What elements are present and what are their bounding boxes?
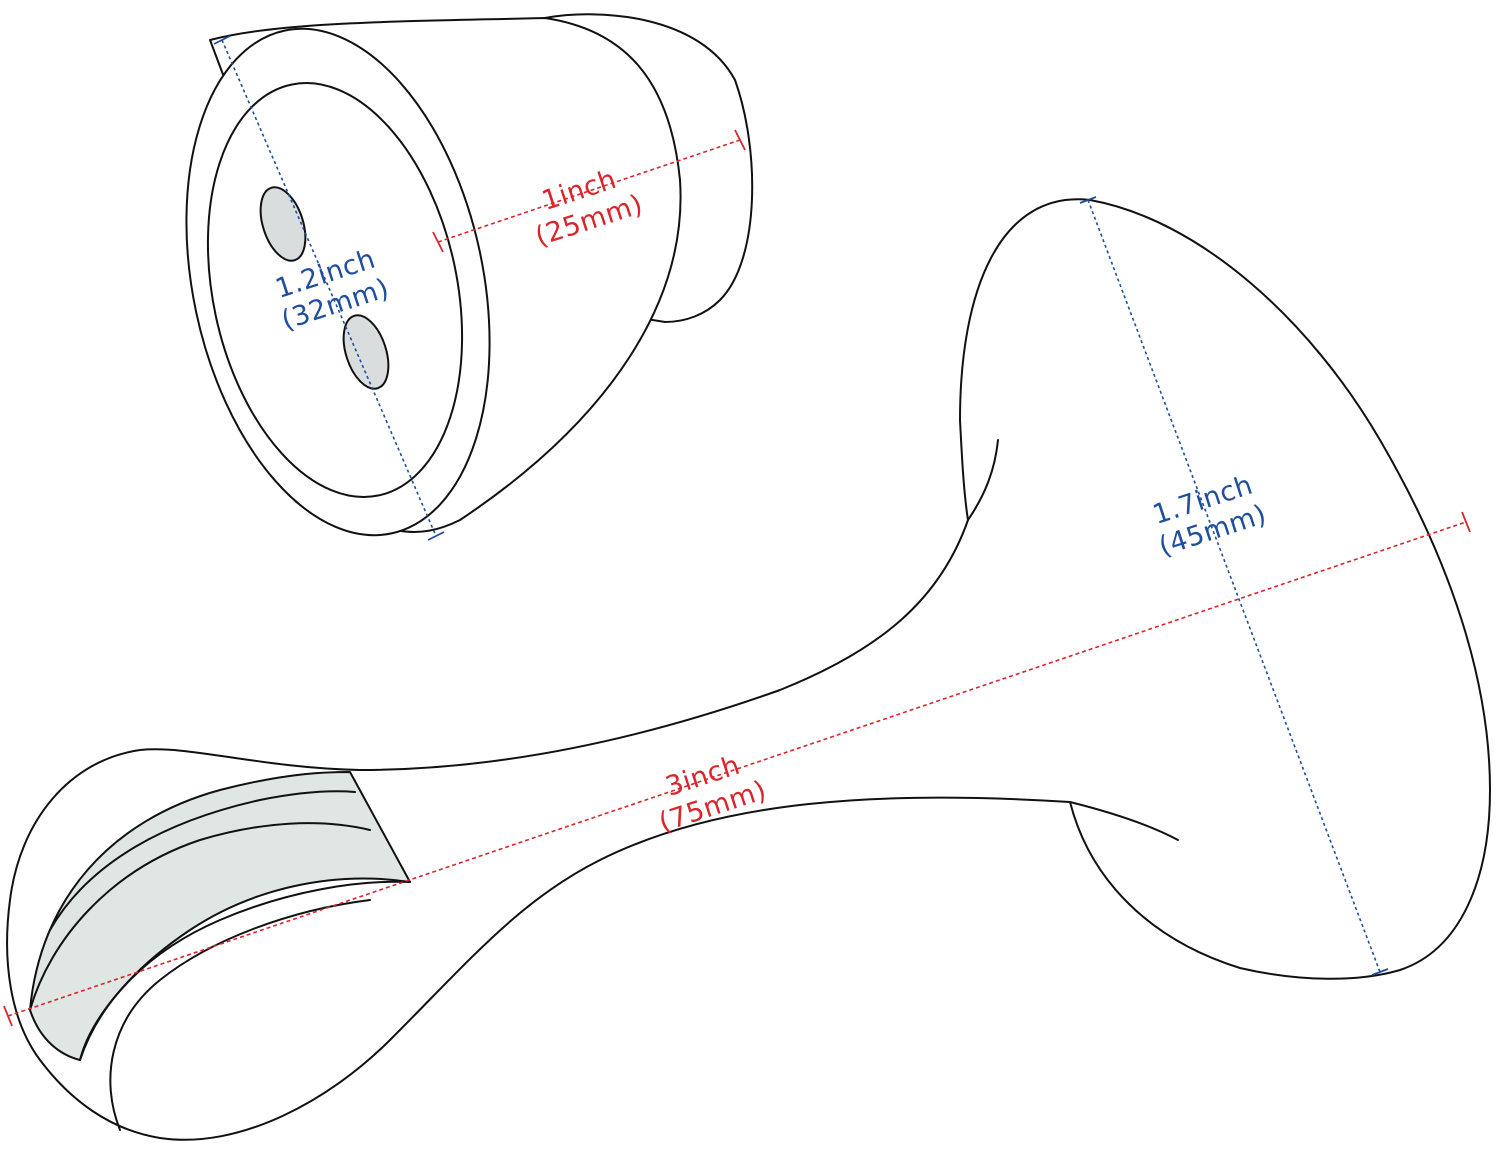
wall-cap <box>185 13 754 537</box>
dimension-tick-cap-height-start <box>432 231 444 253</box>
dimension-tick-cap-diameter-end <box>427 531 445 541</box>
screw-hole-lower <box>342 314 390 390</box>
stopper-head-contour-upper <box>967 439 999 521</box>
dimension-tick-cap-height-end <box>734 129 746 151</box>
rubber-band-line-1 <box>49 790 356 931</box>
dimension-tick-stopper-diameter-end <box>1371 968 1389 976</box>
base-rim <box>79 880 411 1061</box>
wall-cap-face-inner <box>206 82 464 498</box>
dimension-tick-cap-diameter-start <box>213 35 231 45</box>
dimension-tick-stopper-diameter-start <box>1079 196 1097 204</box>
stopper-arm <box>6 198 1491 1141</box>
rubber-band-line-2 <box>29 822 371 1011</box>
dimension-lines <box>3 35 1471 1027</box>
dimension-line-cap-diameter <box>221 39 437 537</box>
dimension-line-total-length <box>7 521 1467 1017</box>
wall-cap-face-outer <box>185 27 491 537</box>
base-rim-inner <box>109 899 371 1131</box>
dimension-tick-total-length-end <box>1461 511 1471 533</box>
stopper-arm-body <box>6 198 1491 1141</box>
dimension-tick-total-length-start <box>3 1005 13 1027</box>
stopper-head-contour-lower <box>1069 801 1179 841</box>
